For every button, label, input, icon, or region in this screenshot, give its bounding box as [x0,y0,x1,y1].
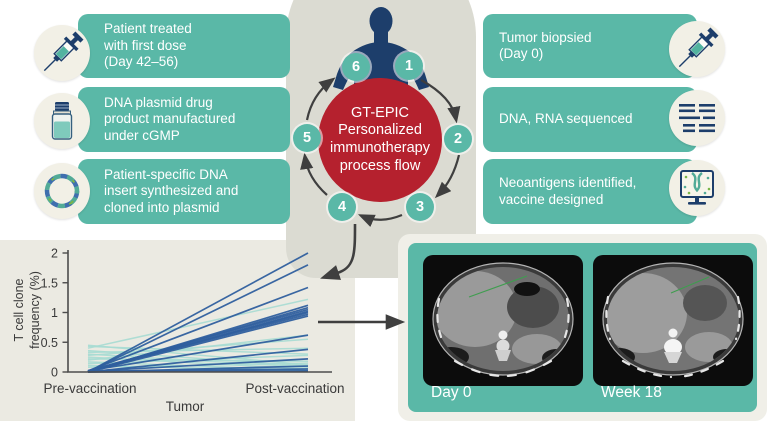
ct-scan-image-day0 [423,255,583,386]
syringe-icon [34,25,90,81]
chart-y-axis-label: T cell clone frequency (%) [12,271,42,349]
info-box-label: Patient-specific DNA insert synthesized … [104,166,239,215]
info-box-patient-treated: Patient treated with first dose (Day 42–… [78,14,290,78]
syringe-icon [669,21,725,77]
step-circle-6: 6 [342,53,370,81]
info-box-label: Tumor biopsied (Day 0) [499,29,592,61]
chart-category-pre-vaccination: Pre-vaccination [43,381,137,396]
ct-label-day0: Day 0 [431,384,472,401]
info-box-label: Neoantigens identified, vaccine designed [499,175,637,207]
process-flow-hub: GT-EPIC Personalized immunotherapy proce… [318,78,442,202]
info-box-dna-rna-sequenced: DNA, RNA sequenced [483,87,697,152]
info-box-label: Patient treated with first dose (Day 42–… [104,21,192,70]
ct-scan-panel: Day 0 Week 18 [408,243,757,412]
process-flow-title: GT-EPIC Personalized immunotherapy proce… [330,104,430,174]
info-box-tumor-biopsied: Tumor biopsied (Day 0) [483,14,697,78]
step-circle-4: 4 [328,193,356,221]
chart-category-post-vaccination: Post-vaccination [245,381,345,396]
info-box-label: DNA plasmid drug product manufactured un… [104,94,236,143]
plasmid-icon [34,163,90,219]
step-circle-1: 1 [395,52,423,80]
chart-x-axis-label: Tumor [165,399,205,414]
info-box-plasmid-manufactured: DNA plasmid drug product manufactured un… [78,87,290,152]
vial-icon [34,93,90,149]
step-circle-2: 2 [444,125,472,153]
info-box-dna-insert: Patient-specific DNA insert synthesized … [78,159,290,224]
step-circle-3: 3 [406,193,434,221]
ct-label-week18: Week 18 [601,384,662,401]
ct-scan-image-week18 [593,255,753,386]
step-circle-5: 5 [293,124,321,152]
info-box-label: DNA, RNA sequenced [499,111,633,127]
sequence-icon [669,90,725,146]
info-box-neoantigens: Neoantigens identified, vaccine designed [483,159,697,224]
monitor-dna-icon [669,160,725,216]
